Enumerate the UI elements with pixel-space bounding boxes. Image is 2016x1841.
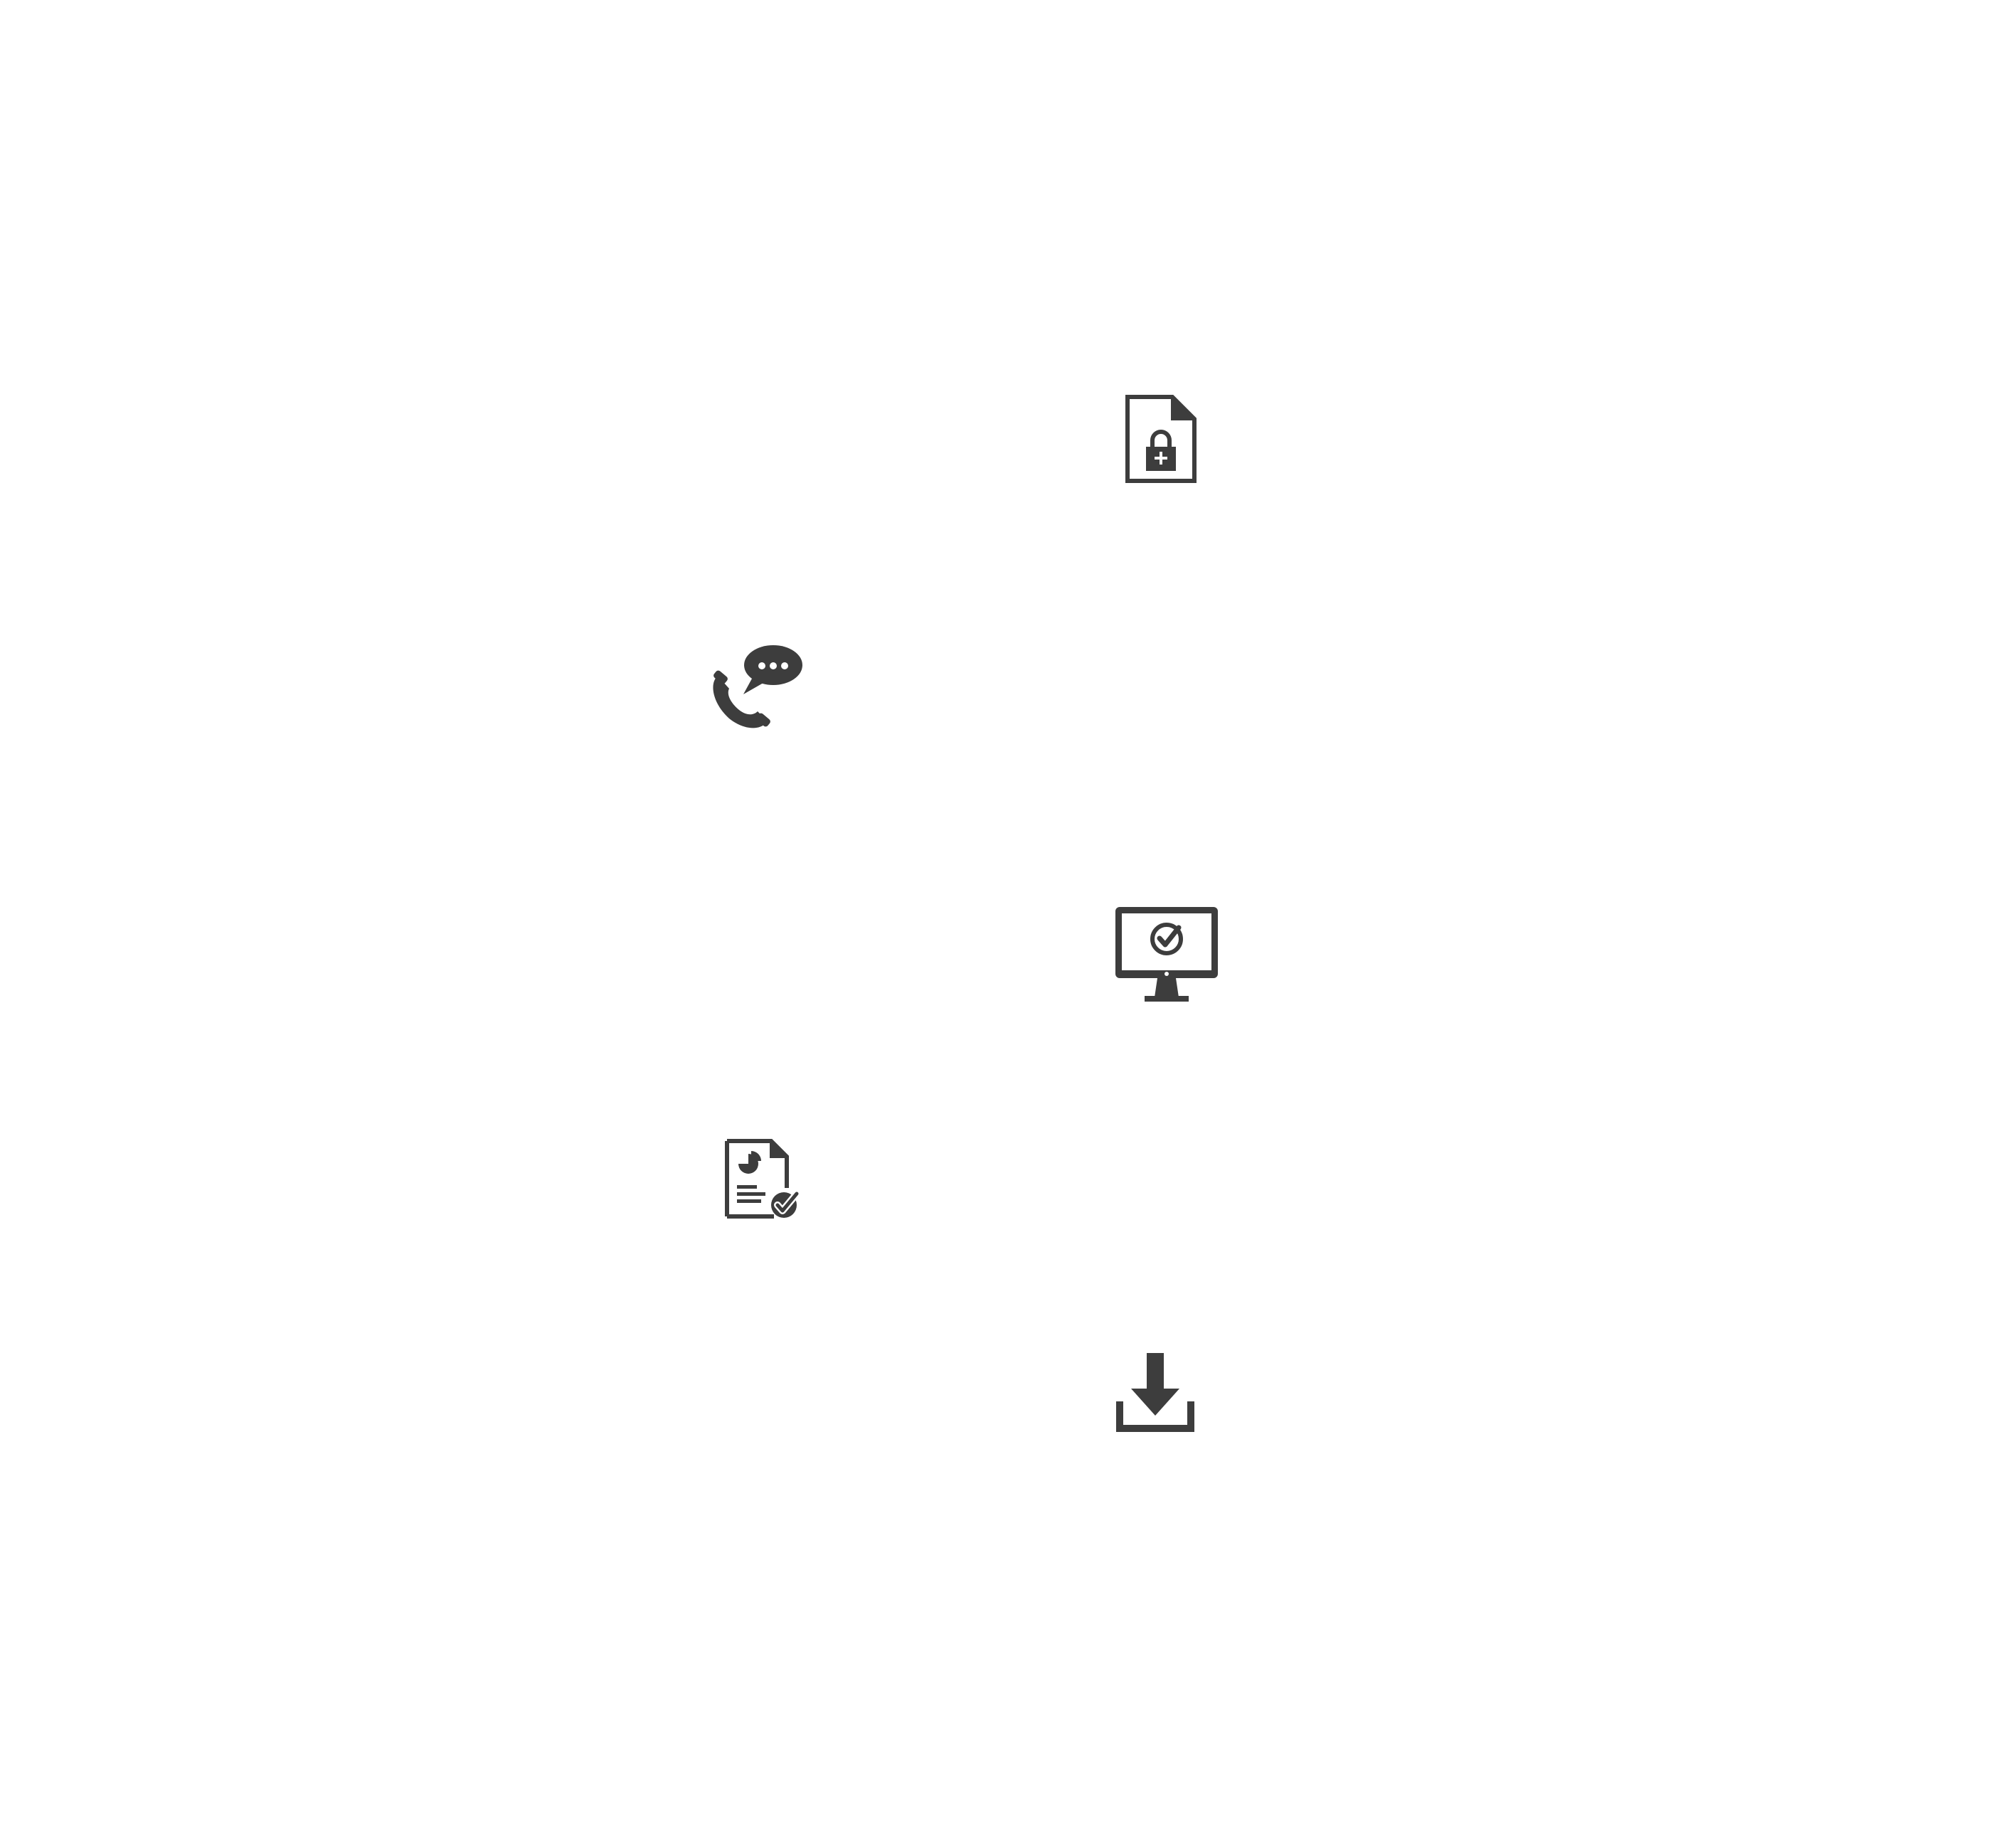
phone-chat-icon (708, 642, 803, 731)
document-lock-icon (1124, 393, 1198, 484)
download-icon (1115, 1352, 1195, 1433)
report-check-icon (724, 1138, 804, 1221)
monitor-check-icon (1113, 905, 1220, 1006)
